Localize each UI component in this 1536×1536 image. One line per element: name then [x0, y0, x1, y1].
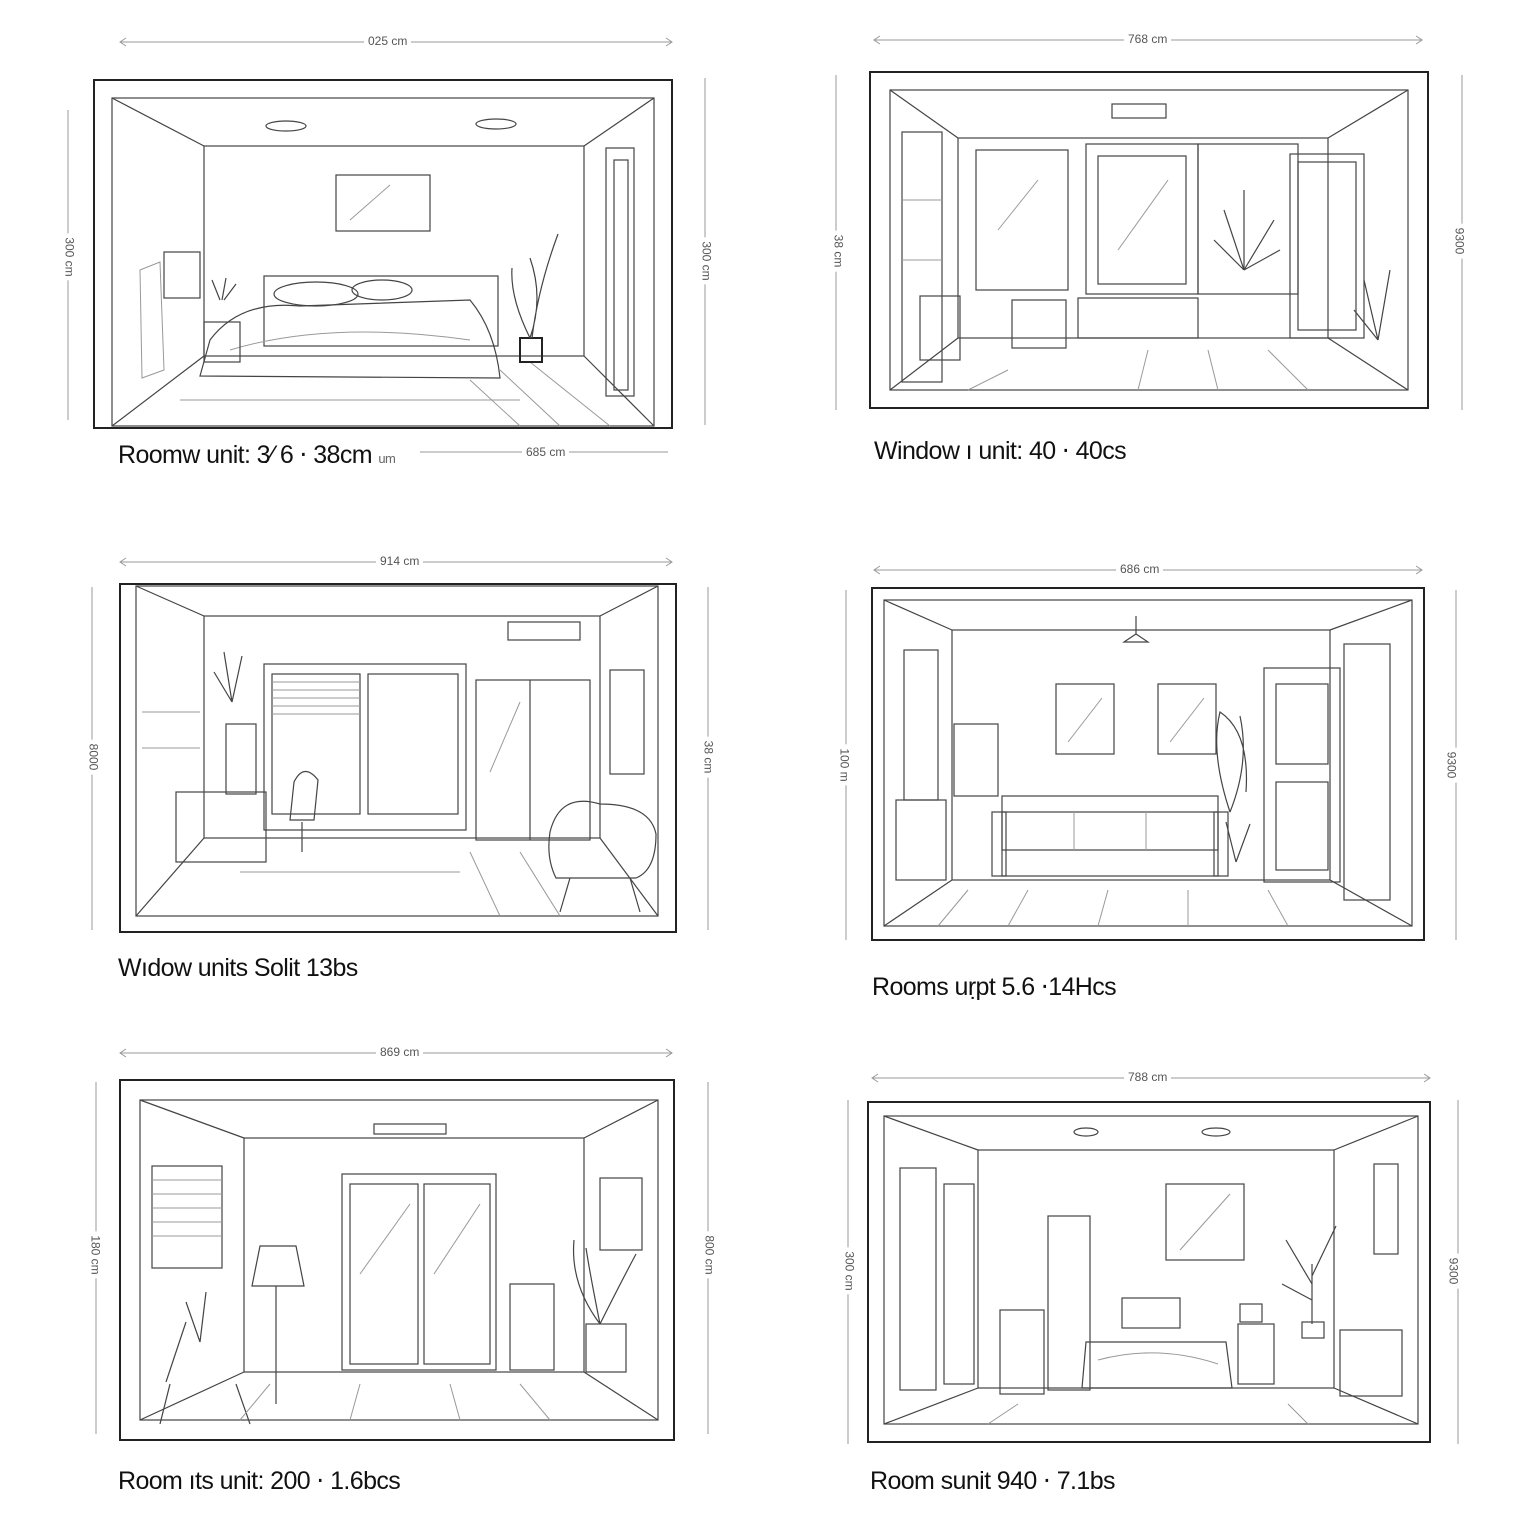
dimension-height-left: 100 m — [837, 744, 852, 786]
room-panel-6: 788 cm 300 cm 9300 Room sunit 940 ⋅ 7.1b… — [768, 1024, 1536, 1536]
dimension-depth: 685 cm — [522, 445, 570, 459]
dimension-height-left: 300 cm — [842, 1247, 857, 1295]
dimension-height-right: 9300 — [1452, 223, 1467, 259]
dimension-height-right: 800 cm — [702, 1231, 717, 1279]
dimension-height-left: 180 cm — [88, 1231, 103, 1279]
room-drawing-bedroom-small — [847, 1073, 1459, 1444]
caption-suffix: um — [378, 451, 396, 466]
dimension-width: 788 cm — [1124, 1070, 1172, 1084]
dimension-height-right: 300 cm — [699, 237, 714, 285]
room-panel-1: 025 cm 300 cm 300 cm 685 cm Roomw unit: … — [0, 0, 768, 500]
room-caption: Room sunit 940 ⋅ 7.1bs — [870, 1467, 1116, 1495]
room-drawing-living-sofa — [845, 565, 1457, 941]
dimension-height-right: 9300 — [1444, 747, 1459, 783]
dimension-height-left: 300 cm — [62, 233, 77, 281]
room-drawing-study — [91, 557, 709, 933]
dimension-width: 914 cm — [376, 554, 424, 568]
caption-text: Roomw unit: 3⁄ 6 ⋅ 38cm — [118, 441, 373, 469]
room-caption: Rooms uṛpt 5.6 ⋅14Hcs — [872, 973, 1117, 1001]
room-panel-5: 869 cm 180 cm 800 cm Room ıts unit: 200 … — [0, 1024, 768, 1536]
room-drawing-lounge — [95, 1048, 709, 1441]
room-panel-4: 686 cm 100 m 9300 Rooms uṛpt 5.6 ⋅14Hcs — [768, 512, 1536, 1012]
dimension-width: 025 cm — [364, 34, 412, 48]
room-caption: Room ıts unit: 200 ⋅ 1.6bcs — [118, 1467, 401, 1495]
dimension-height-right: 38 cm — [701, 736, 716, 778]
room-panel-3: 914 cm 8000 38 cm Wıdow units Solit 13bs — [0, 512, 768, 1012]
room-drawing-living-window — [835, 35, 1463, 410]
dimension-width: 768 cm — [1124, 32, 1172, 46]
room-panel-2: 768 cm 38 cm 9300 Window ı unit: 40 ⋅ 40… — [768, 0, 1536, 500]
dimension-height-left: 38 cm — [831, 230, 846, 272]
room-caption: Roomw unit: 3⁄ 6 ⋅ 38cm um — [118, 440, 396, 470]
room-caption: Wıdow units Solit 13bs — [118, 954, 358, 982]
room-drawing-bedroom — [67, 37, 706, 453]
dimension-width: 869 cm — [376, 1045, 424, 1059]
room-caption: Window ı unit: 40 ⋅ 40cs — [874, 437, 1127, 465]
dimension-height-left: 8000 — [86, 739, 101, 775]
dimension-height-right: 9300 — [1446, 1253, 1461, 1289]
dimension-width: 686 cm — [1116, 562, 1164, 576]
